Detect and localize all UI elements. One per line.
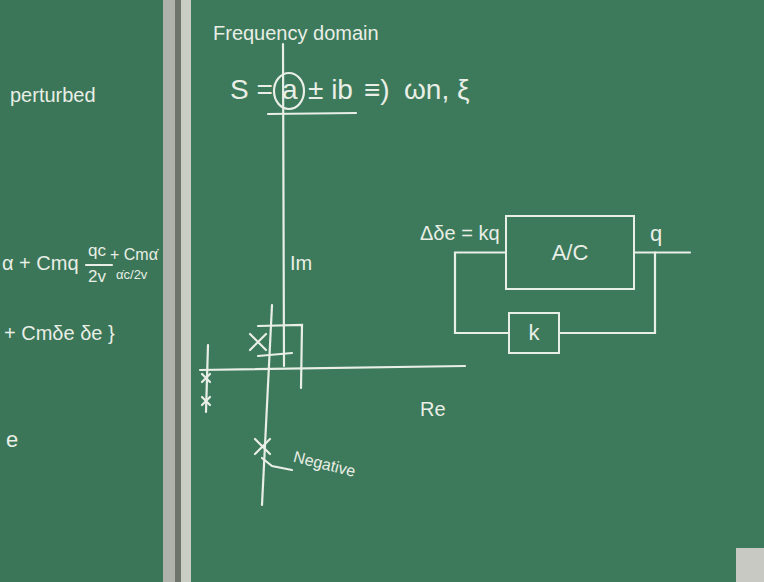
feedback-wire	[455, 253, 508, 334]
pole-mark	[202, 397, 210, 405]
chalk-label: q	[650, 222, 662, 246]
box-label: k	[529, 320, 540, 346]
output-line	[655, 251, 690, 253]
chalk-label: α + Cmq	[2, 252, 79, 274]
pole-mark	[255, 439, 270, 454]
left-panel	[0, 0, 164, 582]
gain-box: k	[508, 312, 560, 354]
chalk-label: Re	[420, 398, 446, 420]
eraser	[736, 548, 764, 582]
chalk-label: perturbed	[10, 84, 96, 106]
pole-mark	[250, 334, 266, 350]
chalk-label: α̇c/2v	[116, 268, 147, 282]
chalk-label: a	[282, 75, 298, 106]
board-frame	[175, 0, 181, 582]
board-frame	[181, 0, 191, 582]
real-axis	[200, 366, 465, 370]
leader-line	[262, 458, 292, 470]
guide-line	[258, 353, 292, 356]
chalk-label: S =	[230, 75, 273, 106]
box-label: A/C	[552, 240, 589, 266]
plant-box: A/C	[505, 215, 635, 290]
chalk-label: Δδe = kq	[420, 222, 500, 244]
circle-mark	[274, 73, 304, 109]
fraction-bar	[86, 264, 112, 266]
board-frame	[163, 0, 175, 582]
chalk-label: ≡)	[364, 75, 390, 106]
chalk-label: 2v	[88, 268, 106, 287]
chalk-label: + Cmα̇	[110, 246, 158, 264]
chalk-label: Frequency domain	[213, 22, 379, 44]
chalk-label: e	[6, 428, 18, 452]
feedback-wire	[560, 253, 655, 334]
chalk-label: Im	[290, 252, 312, 274]
underline	[268, 113, 356, 114]
chalk-label: Negative	[292, 448, 358, 480]
chalk-label: ± ib	[308, 75, 353, 106]
chalk-label: + Cmδe δe }	[4, 322, 115, 344]
chalk-label: ωn, ξ	[404, 75, 470, 106]
chalk-label: qc	[88, 242, 106, 261]
pole-mark	[202, 374, 210, 382]
